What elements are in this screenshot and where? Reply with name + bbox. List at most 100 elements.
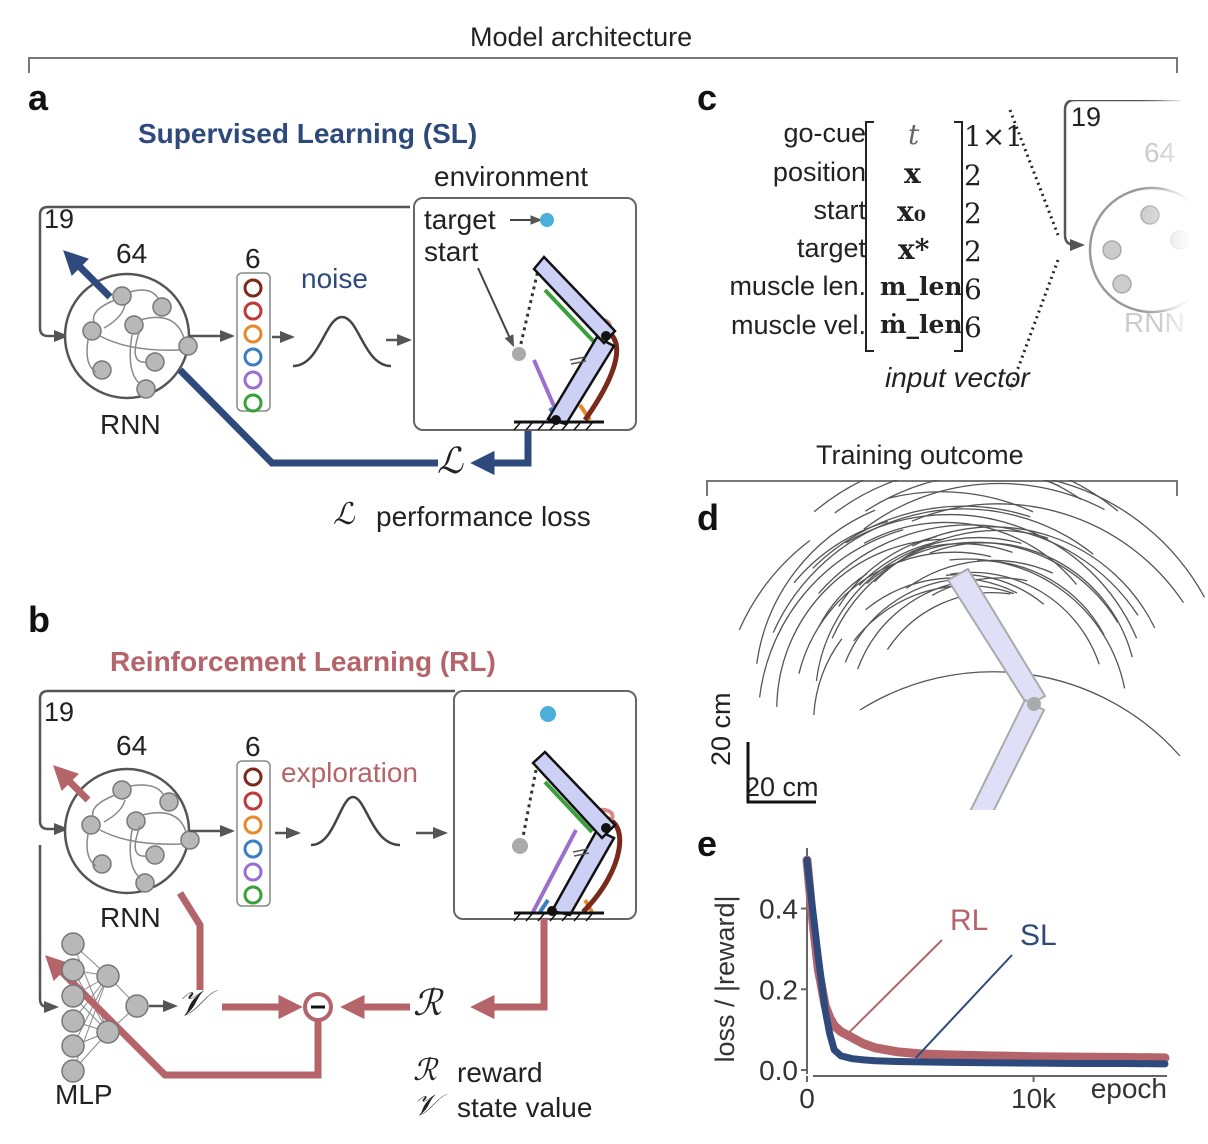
- sl-rnn-label: RNN: [100, 409, 161, 440]
- trajectory: [818, 524, 1139, 616]
- annotation-label-sl: SL: [1020, 919, 1057, 952]
- input-row-labels: go-cue position start target muscle len.…: [680, 118, 866, 348]
- reward-legend-symbol: ℛ: [413, 1053, 437, 1088]
- row-label-muscle-vel: muscle vel.: [730, 310, 866, 340]
- noise-curve: [292, 315, 392, 368]
- training-outcome-title: Training outcome: [816, 440, 1024, 470]
- trajectory: [776, 538, 944, 707]
- trajectory: [738, 539, 811, 631]
- c-fade-overlay: [1160, 95, 1208, 355]
- dim-position: 2: [964, 159, 982, 192]
- trajectory: [772, 508, 1094, 633]
- row-label-start: start: [813, 195, 866, 225]
- input-vector-caption: input vector: [885, 362, 1030, 393]
- reach-trajectories: [738, 480, 1206, 757]
- row-label-go-cue: go-cue: [783, 118, 866, 148]
- rl-rnn-gradient-arrow: [53, 765, 91, 803]
- trajectory: [858, 542, 934, 586]
- symbol-muscle-len: m_len: [880, 272, 963, 301]
- architecture-diagrams: [38, 197, 637, 1083]
- annotation-leader-sl: [915, 954, 1013, 1059]
- value-legend-text: state value: [457, 1092, 593, 1123]
- rl-feedback-loop: [38, 689, 455, 835]
- panel-c-letter: c: [697, 77, 718, 118]
- mlp-input-line: [38, 845, 59, 1013]
- scale-bar: [746, 742, 816, 804]
- trajectory: [950, 571, 1100, 665]
- symbol-go-cue: t: [908, 118, 920, 151]
- panel-e-letter: e: [697, 823, 718, 864]
- x-tick-label: 10k: [1011, 1083, 1057, 1114]
- loss-legend-text: performance loss: [376, 501, 591, 532]
- rl-rnn-units: 64: [116, 730, 148, 761]
- rl-title: Reinforcement Learning (RL): [110, 646, 496, 677]
- sl-rnn-connections: [86, 289, 185, 385]
- y-tick-label: 0.2: [759, 974, 798, 1005]
- model-architecture-title: Model architecture: [470, 22, 693, 52]
- rl-output-units: [243, 767, 263, 905]
- trajectory: [863, 482, 1105, 530]
- rl-target-icon: [540, 706, 556, 722]
- trajectory: [887, 491, 1034, 513]
- trajectory: [845, 513, 1138, 639]
- trajectory: [906, 559, 1054, 589]
- sl-loss-arrow: [470, 431, 532, 476]
- trajectory: [931, 577, 1028, 596]
- arm-schematic: [946, 567, 1047, 810]
- panel-a-letter: a: [28, 77, 49, 118]
- dim-muscle-len: 6: [964, 273, 982, 306]
- loss-legend-symbol: ℒ: [333, 497, 355, 532]
- training-outcome-bracket: [706, 480, 1178, 496]
- trajectory: [910, 543, 1013, 554]
- trajectory: [866, 541, 1119, 623]
- trajectory: [817, 573, 868, 628]
- rl-input-dim: 19: [44, 697, 75, 727]
- scale-y-label: 20 cm: [706, 692, 736, 766]
- trajectory: [844, 578, 958, 663]
- trajectory: [912, 526, 1156, 629]
- x-tick-label: 0: [799, 1083, 815, 1114]
- panel-d-letter: d: [697, 497, 719, 538]
- rl-environment-box: [453, 690, 637, 920]
- rl-rnn-gradient-path: [177, 891, 204, 990]
- series-line-sl: [803, 856, 1169, 1068]
- reward-symbol: ℛ: [413, 983, 442, 1024]
- value-legend-symbol: 𝒱: [413, 1088, 438, 1123]
- exploration-label: exploration: [281, 757, 418, 788]
- start-label: start: [424, 236, 479, 267]
- trajectory: [815, 536, 1022, 682]
- trajectories-plot: [738, 480, 1206, 810]
- dim-go-cue: 1×1: [964, 120, 1024, 153]
- sl-rnn-neurons: [82, 286, 198, 399]
- panel-b-letter: b: [28, 599, 50, 640]
- symbol-muscle-vel: ṁ_len: [880, 310, 963, 339]
- row-label-muscle-len: muscle len.: [729, 271, 866, 301]
- rl-rnn-label: RNN: [100, 902, 161, 933]
- model-architecture-bracket: [28, 57, 1178, 73]
- sl-arm: [512, 255, 620, 431]
- environment-label: environment: [434, 161, 589, 192]
- trajectory: [813, 638, 843, 716]
- rl-output-dim: 6: [245, 731, 261, 762]
- sl-gradient-path: [177, 367, 438, 467]
- scale-x-label: 20 cm: [745, 772, 819, 802]
- y-tick-label: 0.0: [759, 1055, 798, 1086]
- target-label: target: [424, 204, 496, 235]
- trajectory: [798, 551, 992, 674]
- mlp-neurons: [61, 932, 149, 1083]
- trajectory: [865, 480, 1206, 598]
- rl-diagram: [38, 689, 637, 1083]
- trajectory: [865, 577, 1018, 611]
- mlp-label: MLP: [55, 1079, 113, 1110]
- reward-arrow: [470, 919, 548, 1020]
- trajectory: [834, 480, 1060, 514]
- trajectory: [949, 558, 1126, 689]
- sl-output-dim: 6: [245, 243, 261, 274]
- annotation-label-rl: RL: [950, 904, 988, 937]
- loss-symbol: ℒ: [437, 441, 463, 482]
- sl-gradient-arrow: [63, 250, 113, 300]
- trajectory: [756, 509, 876, 664]
- c-input-dim: 19: [1071, 102, 1102, 132]
- annotation-leader-rl: [847, 939, 943, 1035]
- reward-legend-text: reward: [457, 1057, 543, 1088]
